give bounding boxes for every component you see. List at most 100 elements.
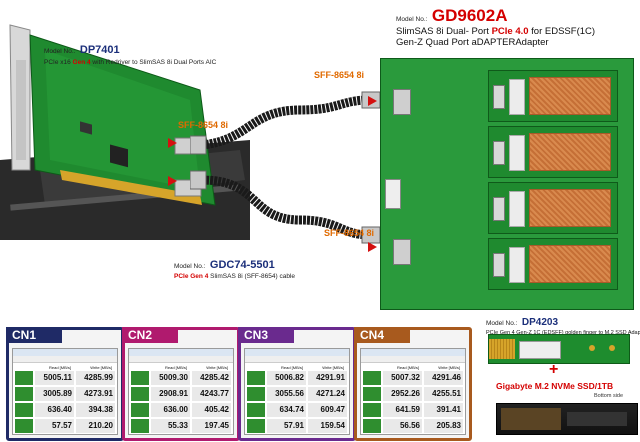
test-button[interactable]	[247, 419, 265, 433]
test-button[interactable]	[15, 387, 33, 401]
benchmark-tag: CN4	[354, 327, 410, 343]
write-value: 4243.77	[192, 387, 231, 401]
write-value: 205.83	[424, 419, 463, 433]
test-button[interactable]	[15, 403, 33, 417]
gdc-desc-a: PCIe Gen 4	[174, 273, 209, 280]
write-value: 609.47	[308, 403, 347, 417]
sff-label-top: SFF-8654 8i	[314, 70, 365, 80]
gd9602a-line1-c: for EDSSF(1C)	[528, 26, 596, 37]
write-value: 4273.91	[76, 387, 115, 401]
dp4203-model: DP4203	[521, 317, 559, 328]
model-prefix: Model No.:	[174, 263, 206, 270]
test-button[interactable]	[363, 403, 381, 417]
write-value: 4285.99	[76, 371, 115, 385]
test-button[interactable]	[131, 387, 149, 401]
gdc-model: GDC74-5501	[209, 259, 275, 271]
test-button[interactable]	[15, 371, 33, 385]
test-button[interactable]	[247, 403, 265, 417]
gd9602a-line2: Gen-Z Quad Port aDAPTERAdapter	[396, 37, 549, 48]
gd9602a-line1-a: SlimSAS 8i Dual- Port	[396, 26, 492, 37]
arrow-card-bottom	[168, 176, 177, 186]
gd9602a-label: Model No.: GD9602A SlimSAS 8i Dual- Port…	[396, 6, 636, 48]
test-button[interactable]	[247, 371, 265, 385]
ssd-product-label: Gigabyte M.2 NVMe SSD/1TB	[496, 381, 614, 391]
write-header: Write [MB/s]	[438, 365, 460, 370]
dp7401-desc-b: Gen 4	[72, 59, 91, 66]
read-value: 641.59	[383, 403, 422, 417]
write-value: 4271.24	[308, 387, 347, 401]
read-value: 55.33	[151, 419, 190, 433]
sff-label-bottom: SFF-8654 8i	[324, 228, 375, 238]
test-button[interactable]	[363, 371, 381, 385]
dp7401-card-image	[0, 20, 250, 240]
read-value: 634.74	[267, 403, 306, 417]
test-button[interactable]	[131, 403, 149, 417]
read-header: Read [MB/s]	[48, 365, 71, 370]
write-value: 197.45	[192, 419, 231, 433]
gigabyte-ssd-image	[496, 403, 638, 435]
dp4203-adapter-image	[488, 334, 630, 364]
arrow-card-top	[168, 138, 177, 148]
read-header: Read [MB/s]	[164, 365, 187, 370]
write-value: 391.41	[424, 403, 463, 417]
read-value: 57.57	[35, 419, 74, 433]
write-value: 405.42	[192, 403, 231, 417]
dp7401-desc-c: with Redriver to SlimSAS 8i Dual Ports A…	[90, 59, 217, 66]
test-button[interactable]	[15, 419, 33, 433]
model-prefix: Model No.:	[396, 16, 428, 23]
board-connector-bottom	[393, 239, 411, 265]
benchmark-tag: CN3	[238, 327, 294, 343]
read-value: 57.91	[267, 419, 306, 433]
ssd-slot-2	[488, 126, 618, 178]
dp4203-desc: PCIe Gen 4 Gen-Z 1C (EDSFF) golden finge…	[486, 330, 640, 336]
write-value: 4291.46	[424, 371, 463, 385]
read-value: 5005.11	[35, 371, 74, 385]
write-value: 159.54	[308, 419, 347, 433]
dp7401-desc-a: PCIe x16	[44, 59, 73, 66]
ssd-slot-1	[488, 70, 618, 122]
arrow-top	[368, 96, 377, 106]
read-value: 5007.32	[383, 371, 422, 385]
test-button[interactable]	[363, 419, 381, 433]
gdc-desc-b: SlimSAS 8i (SFF-8654) cable	[208, 273, 296, 280]
bottom-side-label: Bottom side	[594, 393, 624, 399]
read-value: 2952.26	[383, 387, 422, 401]
write-header: Write [MB/s]	[206, 365, 228, 370]
read-value: 5006.82	[267, 371, 306, 385]
test-button[interactable]	[247, 387, 265, 401]
read-value: 5009.30	[151, 371, 190, 385]
benchmark-tag: CN1	[6, 327, 62, 343]
read-header: Read [MB/s]	[280, 365, 303, 370]
dp7401-model: DP7401	[79, 44, 120, 56]
write-value: 4285.42	[192, 371, 231, 385]
write-value: 4255.51	[424, 387, 463, 401]
test-button[interactable]	[131, 419, 149, 433]
dp7401-label: Model No.: DP7401 PCIe x16 Gen 4 with Re…	[44, 40, 274, 66]
write-value: 4291.91	[308, 371, 347, 385]
plus-sign: +	[549, 361, 559, 378]
model-prefix: Model No.:	[44, 48, 76, 55]
sff-label-card: SFF-8654 8i	[178, 120, 229, 130]
test-button[interactable]	[131, 371, 149, 385]
read-header: Read [MB/s]	[396, 365, 419, 370]
board-power-connector	[385, 179, 401, 209]
arrow-bottom	[368, 242, 377, 252]
read-value: 3055.56	[267, 387, 306, 401]
test-button[interactable]	[363, 387, 381, 401]
model-prefix: Model No.:	[486, 320, 518, 327]
write-value: 210.20	[76, 419, 115, 433]
ssd-slot-3	[488, 182, 618, 234]
